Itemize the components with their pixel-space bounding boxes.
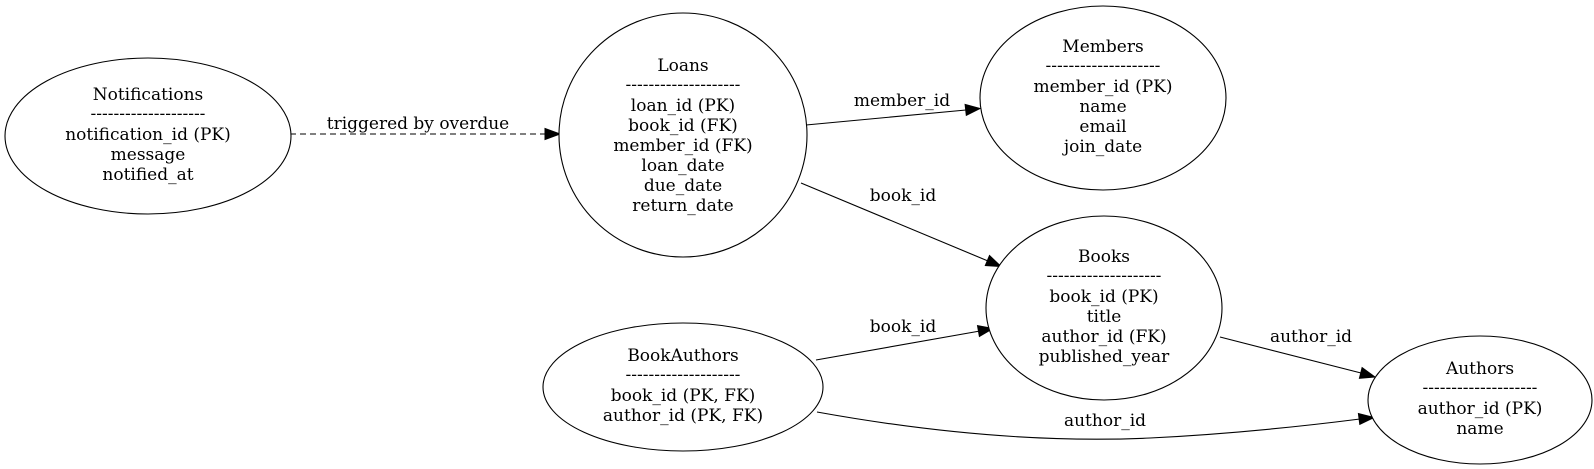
edge-label: book_id — [870, 186, 937, 206]
node-field: message — [111, 145, 186, 165]
node-field: due_date — [644, 176, 722, 196]
node-title: Notifications — [93, 85, 204, 105]
node-ellipse — [1367, 335, 1593, 465]
node-books[interactable]: Books -------------------- book_id (PK) … — [985, 215, 1223, 401]
node-field: author_id (FK) — [1041, 327, 1166, 347]
edge-label: author_id — [1064, 411, 1146, 431]
arrowhead — [1358, 366, 1377, 379]
arrowhead — [984, 254, 1003, 268]
node-field: return_date — [632, 196, 733, 216]
node-loans[interactable]: Loans -------------------- loan_id (PK) … — [558, 12, 808, 258]
node-bookauthors[interactable]: BookAuthors -------------------- book_id… — [542, 322, 824, 452]
edge-bookauthors-books[interactable]: book_id — [815, 317, 995, 361]
edge-line — [805, 109, 967, 126]
edge-label: author_id — [1270, 327, 1352, 347]
arrowhead — [1357, 412, 1376, 426]
node-ellipse — [985, 215, 1223, 401]
node-field: author_id (PK, FK) — [603, 406, 763, 426]
node-ellipse — [542, 322, 824, 452]
edge-line — [816, 411, 1361, 440]
node-separator: -------------------- — [1423, 378, 1538, 398]
node-notifications[interactable]: Notifications -------------------- notif… — [4, 57, 292, 215]
node-title: Books — [1078, 247, 1130, 267]
edge-loans-members[interactable]: member_id — [805, 91, 982, 126]
node-field: name — [1456, 419, 1503, 439]
edge-books-authors[interactable]: author_id — [1219, 327, 1377, 379]
arrowhead — [964, 103, 982, 117]
node-authors[interactable]: Authors -------------------- author_id (… — [1367, 335, 1593, 465]
node-field: member_id (PK) — [1034, 77, 1173, 97]
node-field: title — [1087, 307, 1122, 327]
node-field: notification_id (PK) — [65, 125, 231, 145]
node-field: join_date — [1062, 137, 1142, 157]
edge-notifications-loans[interactable]: triggered by overdue — [290, 114, 562, 141]
edge-label: member_id — [854, 91, 950, 111]
node-field: notified_at — [102, 165, 193, 185]
edge-line — [800, 182, 989, 262]
node-field: book_id (PK, FK) — [611, 386, 756, 406]
node-members[interactable]: Members -------------------- member_id (… — [979, 5, 1227, 191]
node-field: book_id (FK) — [628, 116, 738, 136]
node-ellipse — [4, 57, 292, 215]
node-field: email — [1079, 117, 1126, 137]
arrowhead — [544, 127, 562, 141]
node-ellipse — [979, 5, 1227, 191]
node-title: Members — [1062, 37, 1143, 57]
node-separator: -------------------- — [626, 365, 741, 385]
edge-loans-books[interactable]: book_id — [800, 182, 1003, 268]
edge-label: triggered by overdue — [327, 114, 510, 134]
node-ellipse — [558, 12, 808, 258]
node-separator: -------------------- — [1047, 266, 1162, 286]
node-field: published_year — [1039, 347, 1171, 367]
node-title: Authors — [1445, 359, 1514, 379]
node-field: loan_date — [641, 156, 724, 176]
edge-bookauthors-authors[interactable]: author_id — [816, 411, 1376, 440]
node-field: book_id (PK) — [1049, 287, 1158, 307]
node-title: BookAuthors — [627, 346, 738, 366]
node-field: member_id (FK) — [613, 136, 752, 156]
node-field: author_id (PK) — [1418, 399, 1543, 419]
edge-label: book_id — [870, 317, 937, 337]
node-field: name — [1079, 97, 1126, 117]
edge-line — [1219, 336, 1362, 374]
node-separator: -------------------- — [91, 104, 206, 124]
node-separator: -------------------- — [626, 75, 741, 95]
node-field: loan_id (PK) — [631, 96, 735, 116]
node-separator: -------------------- — [1046, 56, 1161, 76]
node-title: Loans — [657, 56, 708, 76]
edge-line — [815, 330, 981, 361]
